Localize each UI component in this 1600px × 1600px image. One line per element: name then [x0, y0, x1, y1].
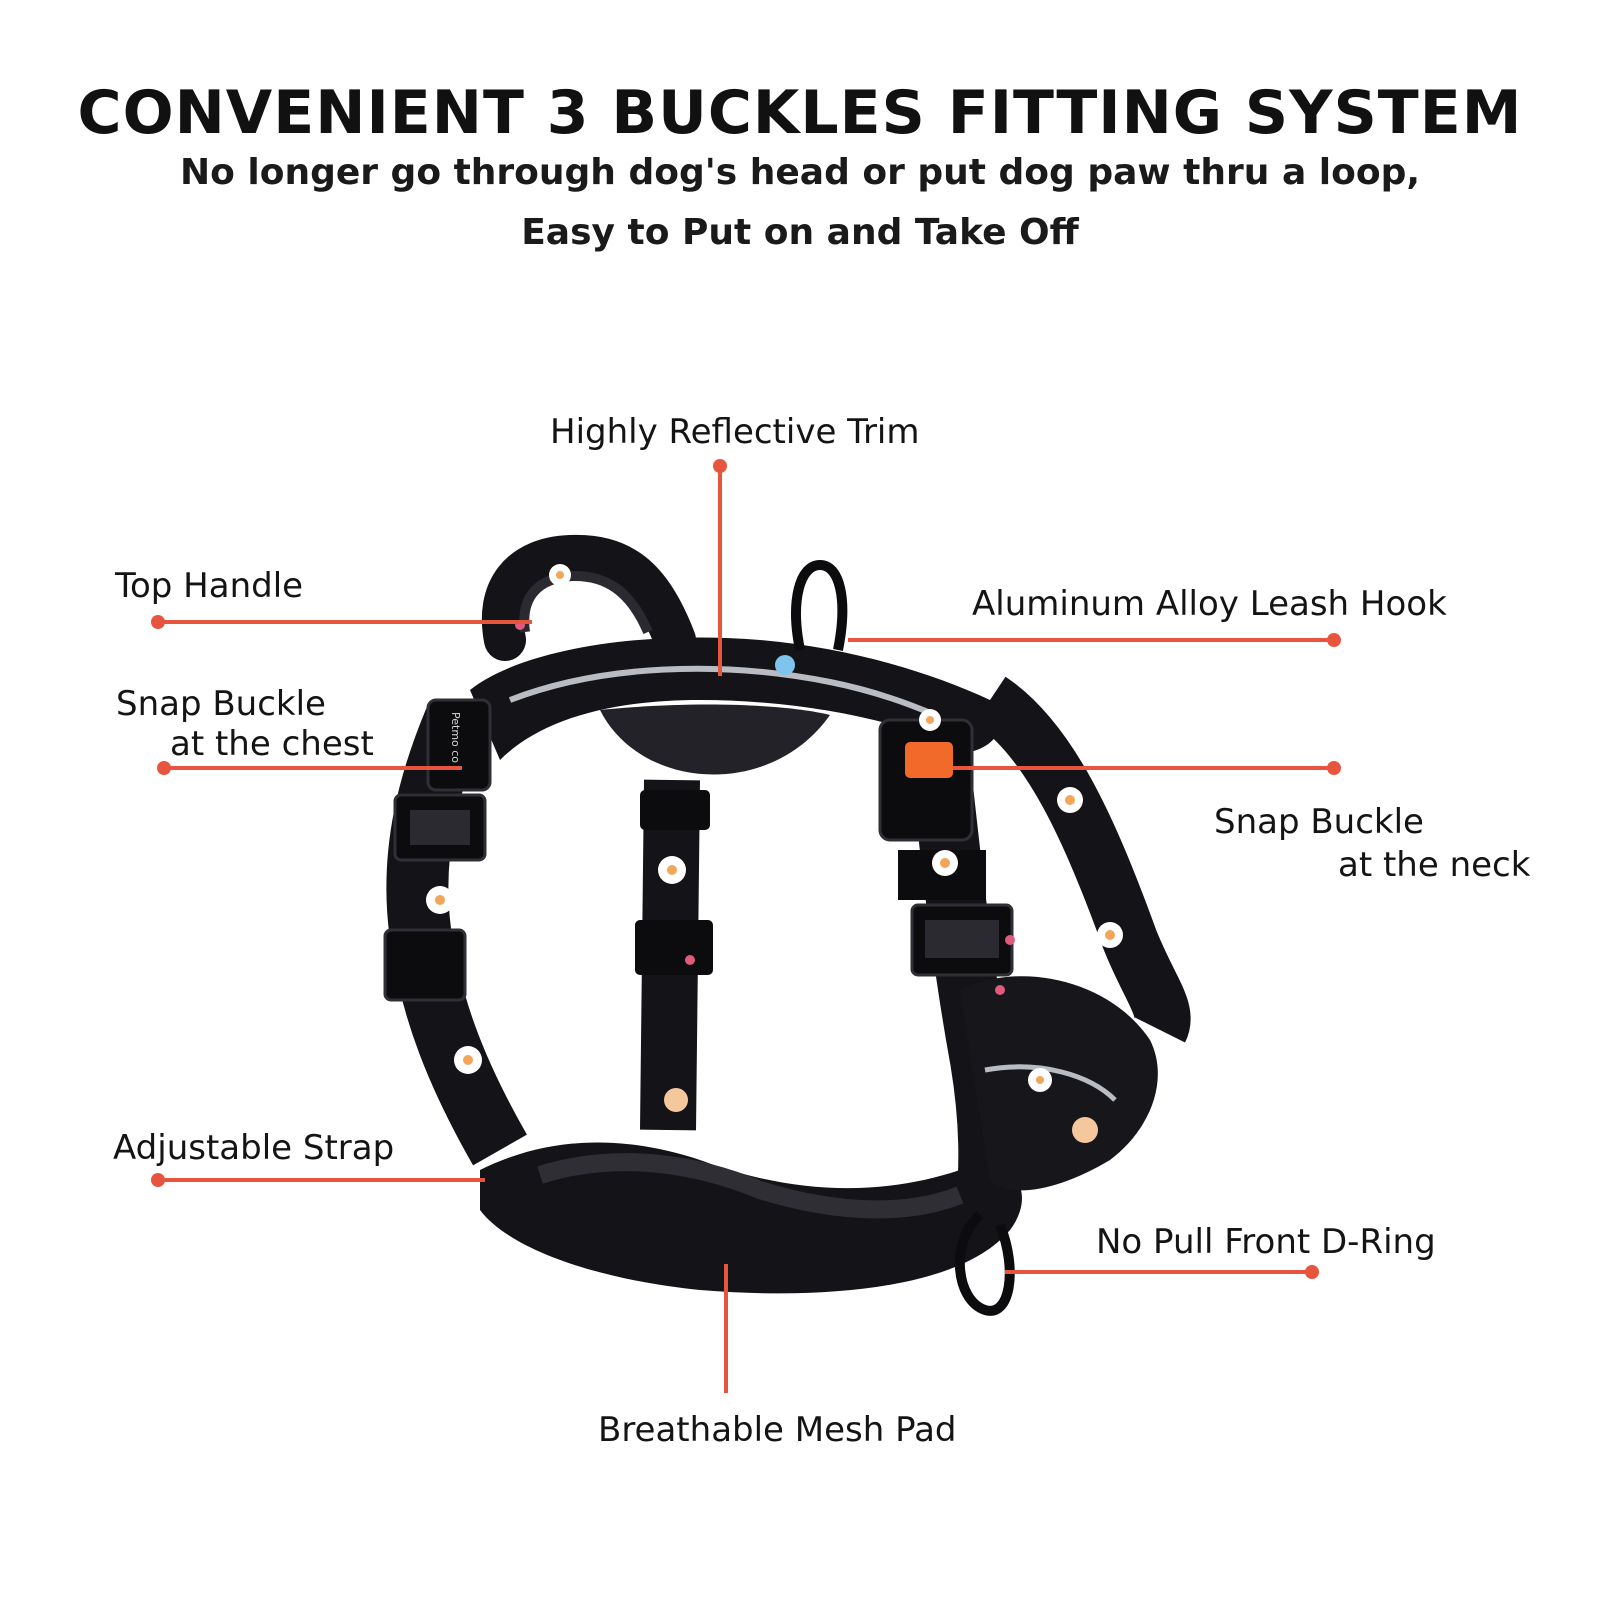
middle-strap-adjuster-top [640, 790, 710, 830]
middle-strap-adjuster-bottom [635, 920, 713, 975]
buckle-brand-text: Petmo co [449, 712, 462, 763]
label-neck-buckle-line1: Snap Buckle [1214, 802, 1424, 842]
subtitle-line-1: No longer go through dog's head or put d… [179, 152, 1421, 193]
headline-title: CONVENIENT 3 BUCKLES FITTING SYSTEM [77, 78, 1523, 148]
callout-dot-front-d-ring [1305, 1265, 1319, 1279]
callout-dot-neck-buckle [1327, 761, 1341, 775]
buckle-release-tab [905, 742, 953, 778]
harness-illustration: Petmo co [383, 534, 1191, 1316]
label-top-handle: Top Handle [115, 566, 304, 606]
label-adjustable-strap: Adjustable Strap [113, 1128, 395, 1168]
chest-pad [480, 1142, 1022, 1294]
leash-hook [791, 559, 848, 651]
label-reflective-trim: Highly Reflective Trim [550, 412, 920, 452]
right-chest-panel [960, 976, 1158, 1191]
callout-dot-chest-buckle [157, 761, 171, 775]
label-leash-hook: Aluminum Alloy Leash Hook [972, 584, 1447, 624]
label-mesh-pad: Breathable Mesh Pad [598, 1410, 957, 1450]
label-chest-buckle-line2: at the chest [170, 724, 374, 764]
subtitle-line-2: Easy to Put on and Take Off [521, 212, 1079, 253]
back-mesh [600, 704, 830, 775]
callout-dot-top-handle [151, 615, 165, 629]
chest-snap-buckle: Petmo co [393, 698, 492, 862]
label-front-d-ring: No Pull Front D-Ring [1096, 1222, 1436, 1262]
callout-lines [151, 459, 1341, 1393]
callout-dot-reflective-trim [713, 459, 727, 473]
callout-dot-leash-hook [1327, 633, 1341, 647]
reflective-trim [508, 665, 937, 718]
callout-dot-adjustable-strap [151, 1173, 165, 1187]
top-handle-strap [481, 534, 696, 661]
floral-pattern [426, 564, 1123, 1143]
label-neck-buckle-line2: at the neck [1338, 845, 1531, 885]
label-chest-buckle-line1: Snap Buckle [116, 684, 326, 724]
right-neck-strap [973, 676, 1191, 1043]
front-d-ring [955, 1211, 1015, 1316]
back-panel [470, 637, 1001, 760]
left-strap-adjuster [383, 928, 467, 1002]
